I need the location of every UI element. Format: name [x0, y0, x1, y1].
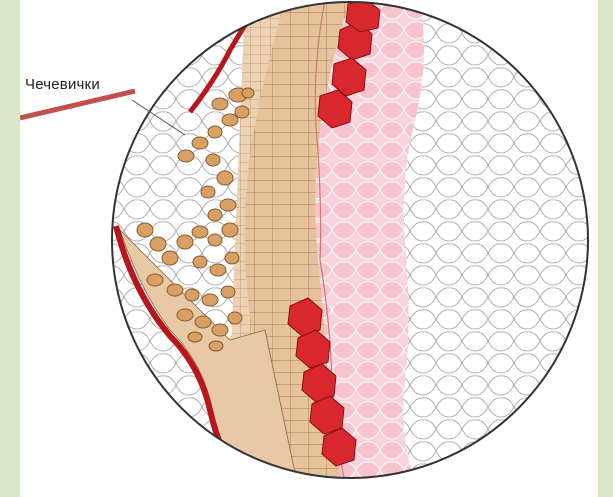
right-frame-bar: [598, 0, 613, 497]
circle-content: [100, 0, 598, 497]
pointer-arrow: [20, 91, 135, 118]
lenticel-label: Чечевички: [25, 76, 100, 93]
left-frame-bar: [0, 0, 20, 497]
diagram-canvas: Чечевички: [20, 0, 598, 497]
tissue-diagram: [20, 0, 598, 497]
